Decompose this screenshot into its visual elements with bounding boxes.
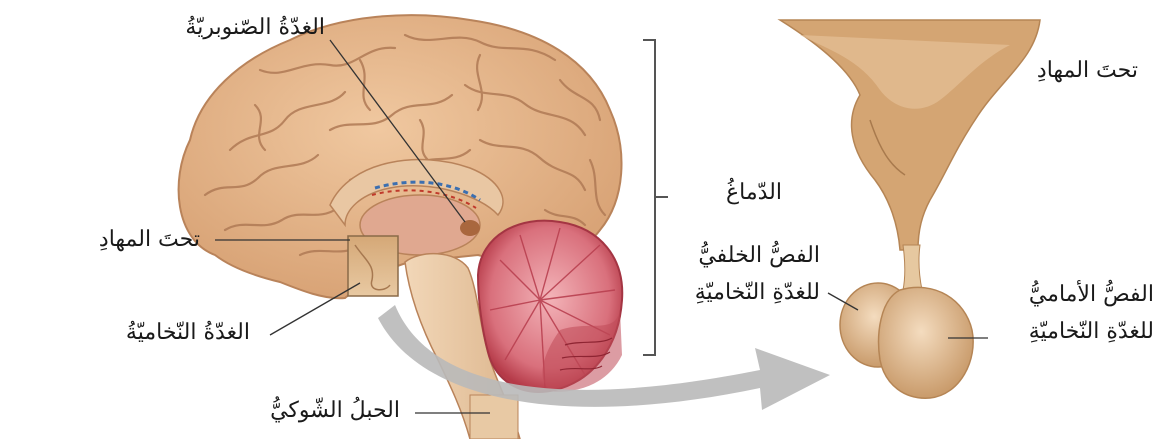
anterior-lobe	[879, 287, 974, 398]
label-spinal-cord: الحبلُ الشّوكيُّ	[270, 398, 400, 423]
label-anterior-lobe-line2: للغدّةِ النّخاميّةِ	[1029, 319, 1154, 344]
label-posterior-lobe-line1: الفصُّ الخلفيُّ	[695, 243, 820, 268]
brain-illustration	[179, 15, 623, 439]
label-brain: الدّماغُ	[726, 180, 782, 205]
label-hypothalamus-closeup: تحتَ المهادِ	[1037, 58, 1138, 83]
label-pineal-gland: الغدّةُ الصّنوبريّةُ	[185, 15, 325, 40]
label-posterior-lobe: الفصُّ الخلفيُّ للغدّةِ النّخاميّةِ	[695, 243, 820, 306]
pineal-gland	[460, 220, 480, 236]
label-posterior-lobe-line2: للغدّةِ النّخاميّةِ	[695, 280, 820, 305]
pituitary-closeup	[780, 20, 1040, 398]
label-pituitary-gland: الغدّةُ النّخاميّةُ	[126, 320, 250, 345]
pituitary-stalk	[903, 245, 922, 290]
label-anterior-lobe-line1: الفصُّ الأماميُّ	[1029, 282, 1154, 307]
label-anterior-lobe: الفصُّ الأماميُّ للغدّةِ النّخاميّةِ	[1029, 282, 1154, 345]
cerebellum	[478, 221, 622, 392]
label-hypothalamus: تحتَ المهادِ	[99, 227, 200, 252]
spinal-cord	[470, 395, 518, 439]
brain-bracket	[643, 40, 655, 355]
